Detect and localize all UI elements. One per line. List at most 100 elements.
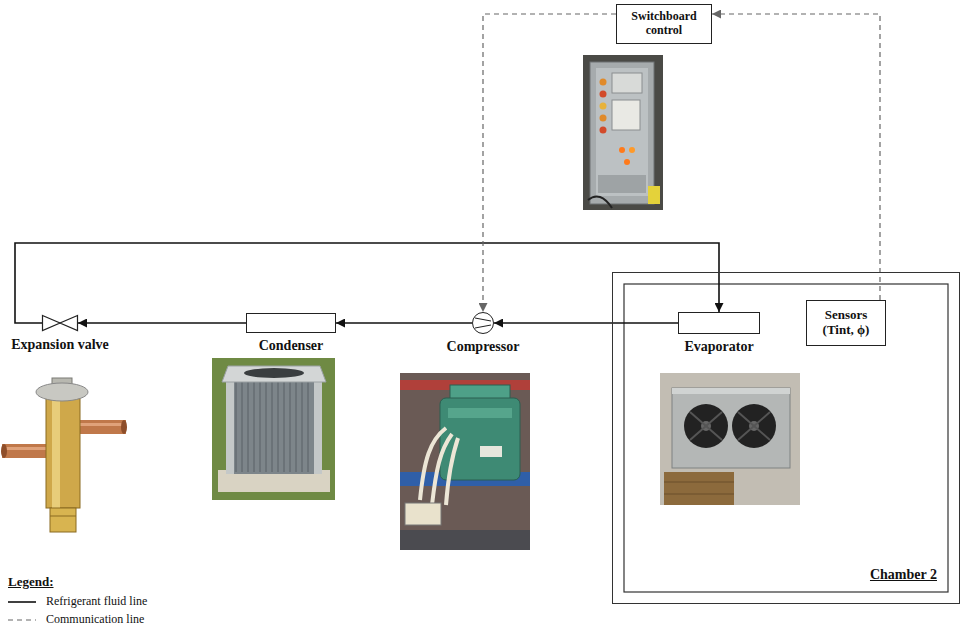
chamber-inner-wall (624, 284, 948, 592)
evaporator-photo (738, 412, 770, 440)
valve-glyph-half (43, 316, 61, 331)
compressor-photo (405, 503, 441, 525)
expansion-valve-photo (2, 444, 48, 458)
valve-glyph (42, 315, 78, 331)
expansion-valve-photo (2, 447, 48, 450)
chamber-region: Chamber 2 Evaporator Sensors (Tint, ϕ) (612, 272, 960, 604)
switchboard-photo (588, 196, 612, 208)
expansion-valve-photo (36, 383, 88, 401)
condenser-photo (266, 382, 267, 472)
legend-row: Communication line (8, 612, 144, 627)
evaporator-photo (664, 494, 734, 495)
condenser-photo (314, 380, 322, 474)
switchboard-photo (590, 62, 654, 204)
node-label: Switchboard control (623, 10, 705, 38)
condenser-photo (290, 382, 291, 472)
compressor-photo (448, 408, 512, 418)
switchboard-photo (624, 159, 630, 165)
communication-line (712, 14, 880, 300)
legend-row: Refrigerant fluid line (8, 594, 147, 609)
switchboard-photo (619, 147, 625, 153)
region-label: Chamber 2 (870, 567, 937, 583)
expansion-valve-photo (50, 508, 76, 532)
compressor-photo (400, 373, 530, 550)
expansion-valve-photo (80, 423, 126, 426)
legend-heading: Legend: (8, 574, 54, 589)
condenser-photo (212, 358, 335, 500)
switchboard-photo (598, 175, 646, 193)
condenser-photo (236, 382, 308, 472)
communication-line (483, 14, 616, 312)
compressor-photo (400, 530, 530, 550)
evaporator-photo (664, 482, 734, 494)
compressor-glyph (473, 313, 493, 333)
condenser-photo (296, 382, 297, 472)
switchboard-photo (648, 186, 660, 204)
switchboard-photo (583, 55, 663, 210)
switchboard-photo (612, 100, 640, 130)
refrigerant-line (494, 322, 678, 324)
expansion-valve-symbol: Expansion valve (42, 315, 78, 331)
condenser-photo (278, 382, 279, 472)
evaporator-photo (738, 412, 770, 440)
condenser-photo (244, 368, 304, 378)
switchboard-photo (600, 79, 607, 86)
condenser-photo (254, 382, 255, 472)
refrigerant-line (15, 243, 719, 323)
node-label: Sensors (Tint, ϕ) (813, 308, 879, 338)
legend-line-sample (8, 619, 36, 620)
switchboard-photo (596, 68, 648, 196)
compressor-symbol: Compressor (472, 312, 494, 334)
switchboard-photo (600, 115, 607, 122)
condenser-photo (302, 382, 303, 472)
evaporator-photo (690, 412, 722, 440)
evaporator-photo (684, 404, 728, 448)
evaporator-photo (732, 404, 776, 448)
compressor-photo (480, 446, 502, 457)
expansion-valve-photo (50, 516, 76, 517)
evaporator-photo (660, 373, 800, 505)
switchboard-photo (629, 147, 635, 153)
switchboard-photo (583, 55, 663, 210)
compressor-glyph-line (475, 318, 491, 321)
condenser-photo (226, 380, 322, 474)
node-label: Expansion valve (11, 337, 109, 353)
node-label: Compressor (447, 339, 520, 355)
legend-line-sample (8, 597, 36, 607)
evaporator-box: Evaporator (678, 312, 760, 334)
condenser-photo (272, 382, 273, 472)
sensor-box: Sensors (Tint, ϕ) (806, 300, 886, 346)
evaporator-photo (660, 373, 800, 505)
condenser-photo (236, 382, 237, 472)
expansion-valve-photo (52, 398, 60, 508)
expansion-valve-photo (46, 398, 80, 508)
evaporator-photo (664, 472, 734, 505)
node-label: Evaporator (684, 339, 753, 355)
control-box: Switchboard control (616, 4, 712, 44)
condenser-photo (284, 382, 285, 472)
expansion-valve-photo (1, 378, 127, 532)
refrigerant-line (336, 322, 472, 324)
condenser-photo (248, 382, 249, 472)
legend-text: Refrigerant fluid line (46, 594, 147, 609)
condenser-photo (308, 382, 309, 472)
condenser-photo (242, 382, 243, 472)
condenser-photo (212, 358, 335, 500)
condenser-photo (226, 380, 234, 474)
refrigerant-line (78, 322, 246, 324)
condenser-photo (222, 366, 326, 382)
legend-text: Communication line (46, 612, 144, 627)
compressor-photo (400, 373, 530, 550)
condenser-photo (260, 382, 261, 472)
compressor-glyph-line (475, 325, 491, 328)
condenser-box: Condenser (246, 313, 336, 333)
expansion-valve-photo (121, 420, 127, 434)
switchboard-photo (600, 127, 607, 134)
evaporator-photo (690, 412, 722, 440)
switchboard-photo (600, 91, 607, 98)
evaporator-photo (672, 388, 790, 468)
evaporator-photo (690, 412, 770, 440)
expansion-valve-photo (80, 420, 126, 434)
switchboard-photo (600, 103, 607, 110)
